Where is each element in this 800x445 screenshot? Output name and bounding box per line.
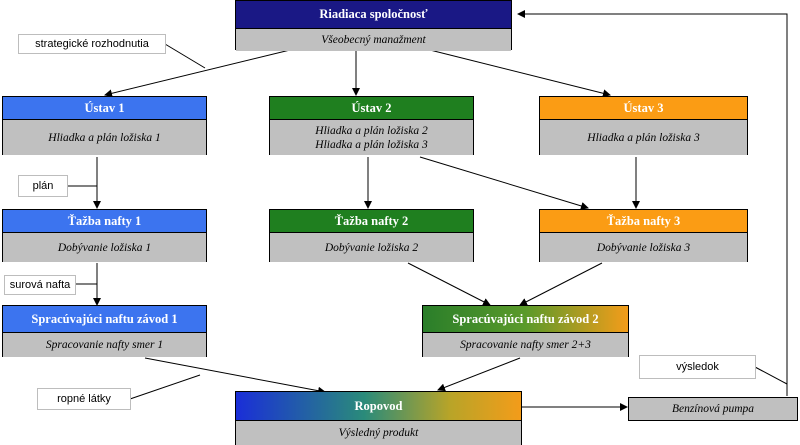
node-title: Ťažba nafty 2 (270, 210, 473, 233)
node-tazba-2: Ťažba nafty 2 Dobývanie ložiska 2 (269, 209, 474, 262)
node-zavod-1: Spracúvajúci naftu závod 1 Spracovanie n… (2, 305, 207, 357)
note-plan: plán (18, 175, 68, 197)
note-line-result (754, 366, 788, 385)
node-title: Spracúvajúci naftu závod 1 (3, 306, 206, 333)
note-result: výsledok (639, 355, 756, 379)
node-subtitle-line-1: Hliadka a plán ložiska 2 (315, 124, 428, 137)
node-subtitle: Všeobecný manažment (236, 29, 511, 51)
node-ustav-3: Ústav 3 Hliadka a plán ložiska 3 (539, 96, 748, 155)
arrow-hq-ustav1 (104, 49, 291, 98)
node-subtitle: Dobývanie ložiska 2 (270, 233, 473, 262)
arrow-tazba3-zavod2 (519, 262, 603, 306)
node-zavod-2: Spracúvajúci naftu závod 2 Spracovanie n… (422, 305, 629, 357)
arrow-hq-ustav3 (429, 49, 611, 98)
node-subtitle: Hliadka a plán ložiska 3 (540, 120, 747, 155)
node-subtitle-group: Hliadka a plán ložiska 2 Hliadka a plán … (270, 120, 473, 155)
arrow-ustav2-tazba3 (419, 156, 589, 210)
node-subtitle: Spracovanie nafty smer 1 (3, 333, 206, 357)
note-petroleum: ropné látky (37, 388, 131, 410)
node-subtitle: Výsledný produkt (236, 421, 521, 445)
note-strategic: strategické rozhodnutia (18, 34, 166, 54)
node-benzinova-pumpa: Benzínová pumpa (628, 397, 798, 421)
node-ustav-1: Ústav 1 Hliadka a plán ložiska 1 (2, 96, 207, 155)
node-title: Ropovod (236, 392, 521, 421)
node-title: Ústav 3 (540, 97, 747, 120)
node-subtitle-line-2: Hliadka a plán ložiska 3 (315, 138, 428, 151)
node-subtitle: Hliadka a plán ložiska 1 (3, 120, 206, 155)
arrow-pumpa-hq (517, 10, 788, 396)
arrow-tazba2-zavod2 (407, 262, 491, 306)
note-line-petroleum (129, 374, 201, 400)
node-ropovod: Ropovod Výsledný produkt (235, 391, 522, 445)
node-title: Spracúvajúci naftu závod 2 (423, 306, 628, 333)
note-line-strategic (164, 43, 206, 69)
node-title: Ťažba nafty 1 (3, 210, 206, 233)
arrow-zavod2-ropovod (437, 357, 521, 392)
node-subtitle: Spracovanie nafty smer 2+3 (423, 333, 628, 357)
node-subtitle: Dobývanie ložiska 1 (3, 233, 206, 262)
node-tazba-3: Ťažba nafty 3 Dobývanie ložiska 3 (539, 209, 748, 262)
node-title: Ústav 2 (270, 97, 473, 120)
node-tazba-1: Ťažba nafty 1 Dobývanie ložiska 1 (2, 209, 207, 262)
node-title: Ťažba nafty 3 (540, 210, 747, 233)
node-subtitle: Benzínová pumpa (629, 398, 797, 420)
node-title: Ústav 1 (3, 97, 206, 120)
node-subtitle: Dobývanie ložiska 3 (540, 233, 747, 262)
arrow-zavod1-ropovod (144, 357, 326, 395)
node-riadiaca-spolocnost: Riadiaca spoločnosť Všeobecný manažment (235, 0, 512, 51)
note-crude: surová nafta (4, 275, 76, 295)
node-title: Riadiaca spoločnosť (236, 1, 511, 29)
node-ustav-2: Ústav 2 Hliadka a plán ložiska 2 Hliadka… (269, 96, 474, 155)
